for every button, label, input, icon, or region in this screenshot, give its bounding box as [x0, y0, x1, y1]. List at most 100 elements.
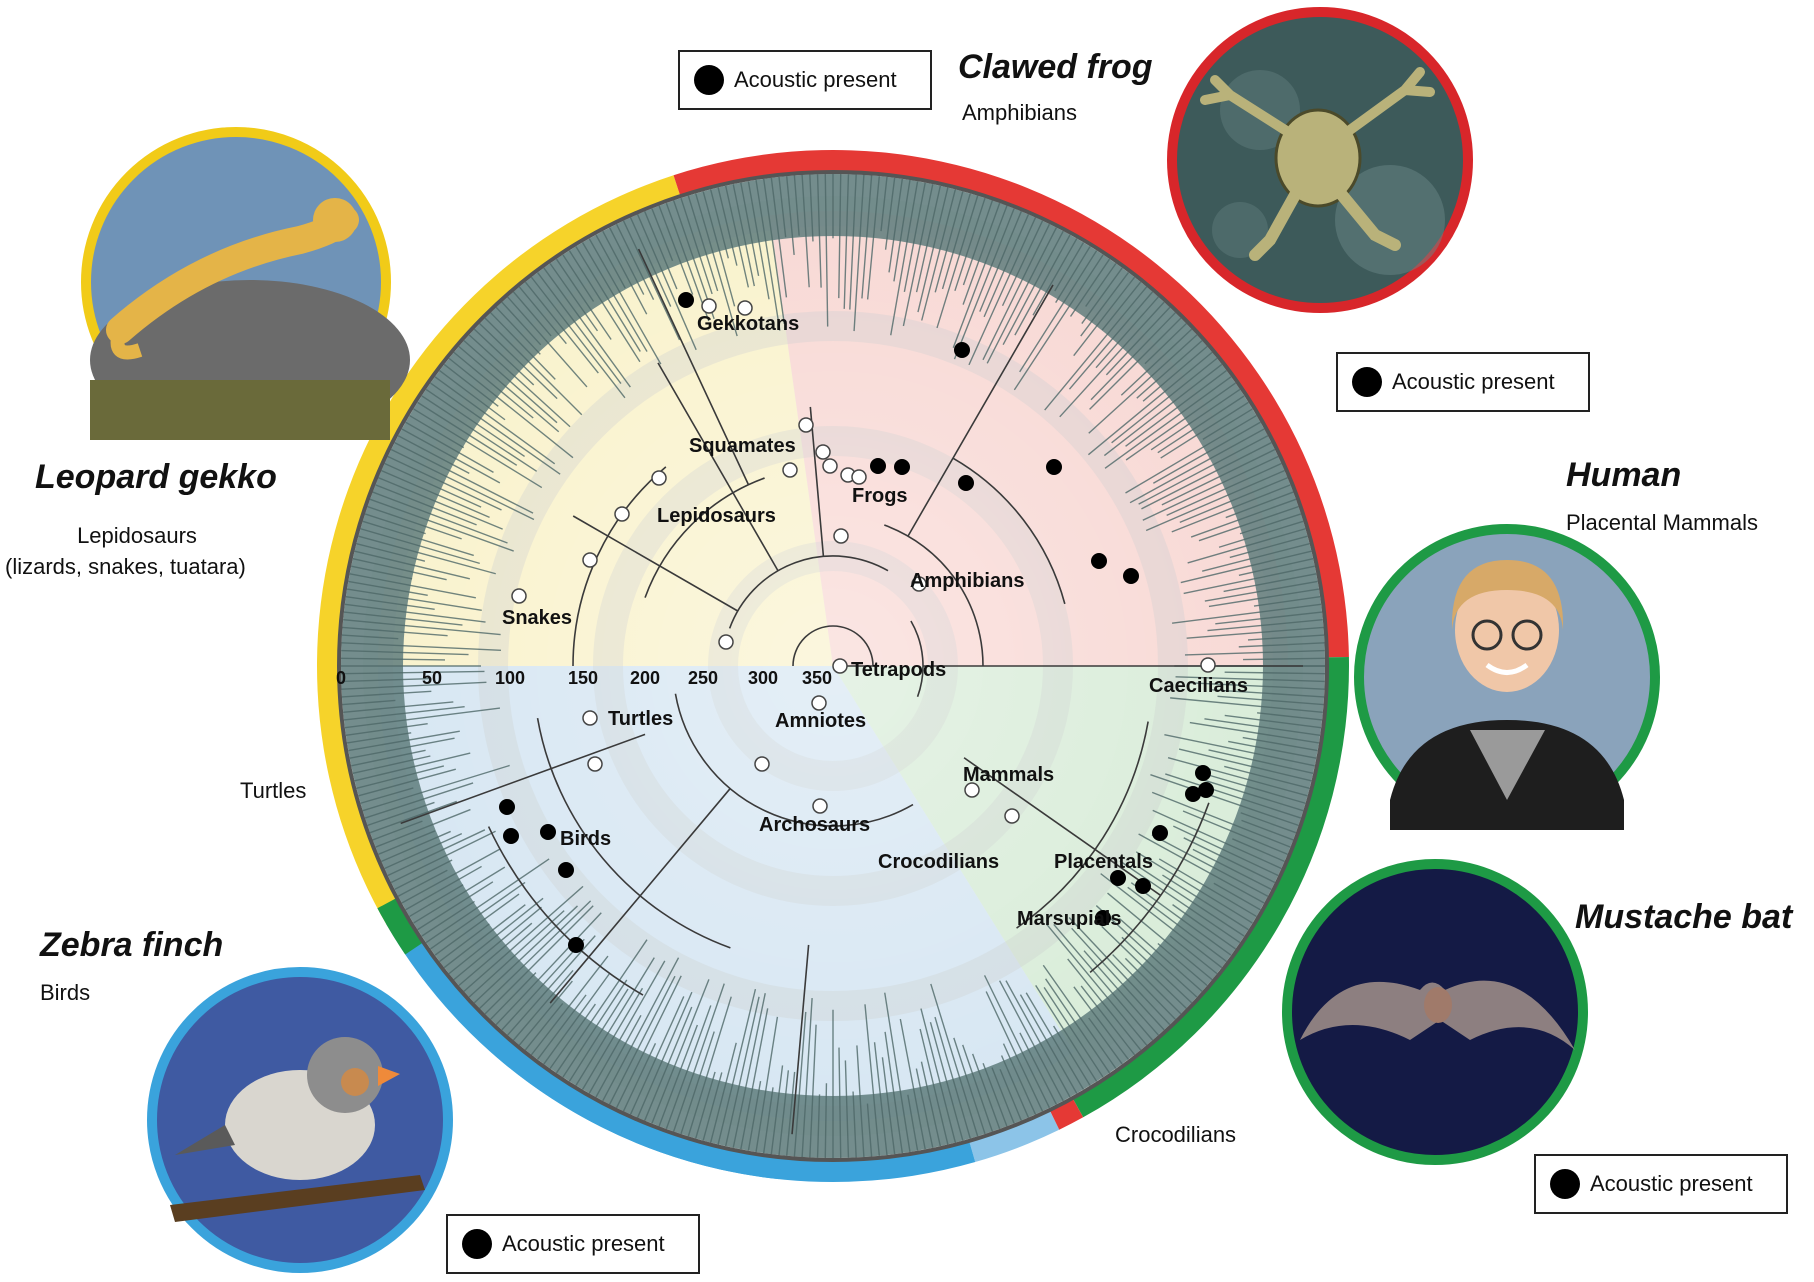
tip-branch — [941, 193, 971, 290]
tip-branch — [1124, 957, 1182, 1015]
tip-branch — [890, 181, 919, 336]
tip-branch — [495, 912, 602, 1026]
tip-branch — [602, 230, 648, 315]
tip-branch — [903, 182, 926, 292]
tip-branch — [372, 491, 508, 544]
tip-branch — [1215, 611, 1323, 625]
tip-branch — [413, 866, 506, 924]
tip-branch — [384, 832, 463, 870]
tip-branch — [1224, 671, 1325, 675]
tip-branch — [358, 768, 457, 797]
open-node — [701, 298, 717, 314]
tip-branch — [1089, 317, 1182, 410]
tip-branch — [358, 535, 496, 575]
open-node — [832, 658, 848, 674]
tip-branch — [1045, 978, 1111, 1074]
tip-branch — [1241, 819, 1294, 841]
tip-branch — [1085, 263, 1117, 307]
tip-branch — [1100, 873, 1223, 969]
tip-branch — [1175, 676, 1325, 683]
tip-branch — [537, 272, 622, 385]
tip-branch — [651, 979, 710, 1124]
time-tick-label: 300 — [748, 668, 778, 688]
tip-branch — [394, 442, 534, 514]
tip-branch — [1019, 994, 1078, 1094]
tip-branch — [1125, 370, 1227, 447]
tip-branch — [387, 829, 486, 877]
tip-branch — [1032, 238, 1078, 316]
tip-branch — [1204, 580, 1318, 602]
tip-branch — [490, 312, 556, 380]
tip-branch — [362, 520, 474, 557]
tip-branch — [1127, 886, 1227, 962]
tip-branch — [349, 573, 476, 599]
clade-label-placentals: Placentals — [1054, 851, 1153, 873]
open-node — [964, 782, 980, 798]
tip-branch — [954, 197, 986, 292]
tip-branch — [1164, 733, 1315, 767]
tip-branch — [1136, 340, 1203, 399]
tip-branch — [880, 176, 888, 232]
tip-branch — [581, 242, 648, 352]
acoustic-node — [1095, 910, 1111, 926]
tip-branch — [1135, 851, 1253, 924]
tip-branch — [888, 178, 904, 273]
tip-branch — [1104, 376, 1232, 469]
legend-acoustic-bat: Acoustic present — [1534, 1154, 1788, 1214]
tip-branch — [1019, 1032, 1057, 1105]
acoustic-node — [1110, 870, 1126, 886]
tip-branch — [1170, 697, 1323, 713]
tip-branch — [1190, 498, 1297, 538]
tip-branch — [518, 286, 567, 345]
tip-branch — [512, 969, 574, 1041]
time-tick-label: 50 — [422, 668, 442, 688]
tip-branch — [1217, 695, 1324, 706]
tip-branch — [1111, 357, 1218, 444]
tip-branch — [1160, 401, 1249, 459]
tip-branch — [369, 498, 514, 552]
tip-branch — [629, 217, 672, 307]
tip-branch — [434, 376, 556, 465]
tip-branch — [1152, 421, 1261, 484]
tip-branch — [884, 177, 896, 250]
tip-branch — [1171, 603, 1322, 624]
tip-branch — [1130, 882, 1232, 956]
tip-branch — [762, 1087, 774, 1154]
tip-branch — [1180, 550, 1312, 584]
tip-branch — [953, 1037, 986, 1135]
species-name-clawed-frog: Clawed frog — [958, 48, 1153, 86]
tip-branch — [709, 189, 730, 259]
tip-branch — [658, 205, 694, 295]
tip-branch — [1150, 774, 1299, 827]
tip-branch — [360, 528, 480, 565]
tip-branch — [609, 227, 645, 295]
tip-branch — [588, 960, 666, 1094]
tip-branch — [1239, 513, 1302, 535]
tip-branch — [852, 1091, 857, 1158]
tip-branch — [778, 176, 787, 238]
branch-radial — [963, 757, 1162, 897]
tip-branch — [458, 345, 560, 433]
tip-branch — [1173, 825, 1279, 877]
tip-branch — [1184, 649, 1325, 656]
tip-branch — [919, 1028, 949, 1145]
tip-branch — [453, 351, 534, 419]
tip-branch — [1166, 462, 1282, 516]
clade-label-mammals: Mammals — [963, 764, 1054, 786]
clade-label-squamates: Squamates — [689, 435, 796, 457]
tip-branch — [962, 202, 1001, 305]
tip-branch — [1095, 296, 1159, 369]
human-portrait — [1354, 524, 1660, 830]
open-node — [582, 710, 598, 726]
tip-branch — [809, 1024, 817, 1158]
tip-branch — [549, 263, 599, 332]
branch-radial — [791, 944, 810, 1135]
tip-branch — [507, 296, 588, 388]
tip-branch — [1095, 905, 1198, 998]
open-node — [782, 462, 798, 478]
tip-branch — [397, 435, 470, 475]
tip-branch — [430, 382, 561, 475]
tip-branch — [1046, 923, 1148, 1046]
tip-branch — [439, 370, 506, 421]
filled-dot-icon — [462, 1229, 492, 1259]
